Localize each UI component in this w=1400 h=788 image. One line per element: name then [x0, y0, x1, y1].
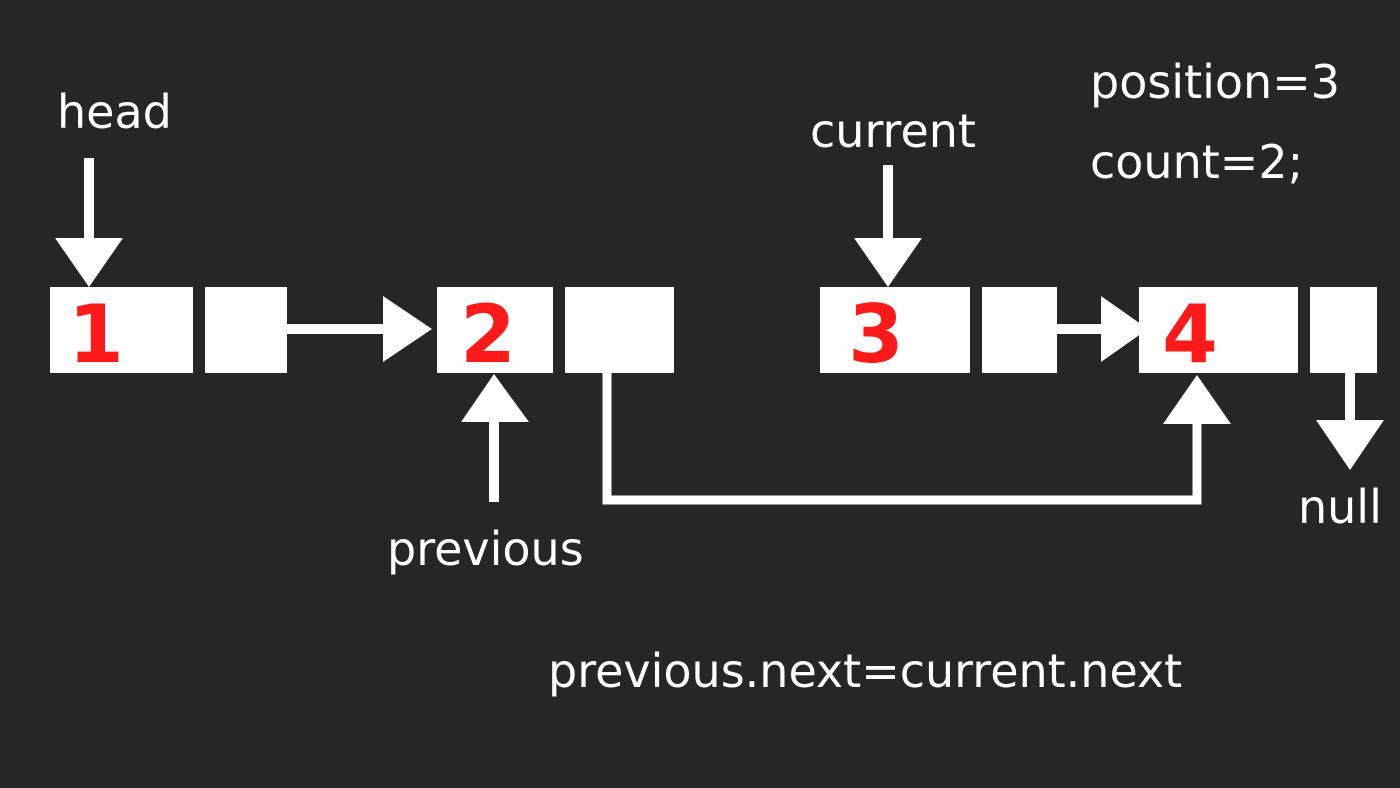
- node-2: 2: [437, 287, 674, 381]
- count-text: count=2;: [1090, 135, 1303, 189]
- link-arrow-3-to-4: [1057, 296, 1148, 362]
- null-pointer-arrow: [1316, 373, 1384, 470]
- node-4-value: 4: [1162, 288, 1218, 381]
- node-1-value: 1: [68, 288, 124, 381]
- node-2-data-box: [437, 287, 553, 373]
- node-3-next-box: [982, 287, 1057, 373]
- node-4-next-box: [1310, 287, 1377, 373]
- node-1-data-box: [50, 287, 193, 373]
- node-2-next-box: [565, 287, 674, 373]
- node-3-data-box: [820, 287, 970, 373]
- current-label: current: [810, 104, 976, 158]
- previous-pointer-arrow: [461, 374, 529, 502]
- operation-text: previous.next=current.next: [548, 644, 1182, 698]
- node-2-value: 2: [460, 288, 516, 381]
- previous-label: previous: [387, 522, 584, 576]
- node-1-next-box: [205, 287, 287, 373]
- position-text: position=3: [1090, 55, 1340, 109]
- node-3: 3: [820, 287, 1057, 381]
- bypass-link-2-to-4: [602, 373, 1231, 505]
- head-label: head: [57, 85, 172, 139]
- current-pointer-arrow: [854, 165, 922, 287]
- head-pointer-arrow: [55, 158, 123, 287]
- link-arrow-1-to-2: [287, 296, 432, 362]
- node-3-value: 3: [848, 288, 904, 381]
- null-label: null: [1298, 480, 1382, 534]
- node-4-data-box: [1139, 287, 1298, 373]
- node-4: 4: [1139, 287, 1377, 381]
- node-1: 1: [50, 287, 287, 381]
